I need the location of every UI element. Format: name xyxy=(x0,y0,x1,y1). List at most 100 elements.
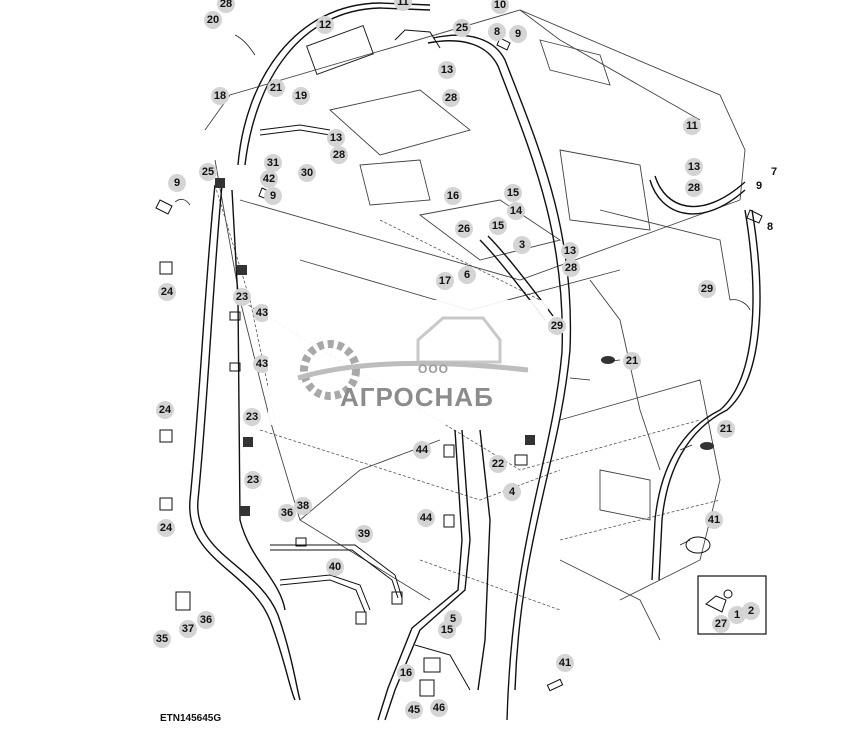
callout-number: 9 xyxy=(270,190,276,202)
callout-9: 9 xyxy=(264,187,282,205)
callout-number: 40 xyxy=(329,561,341,573)
callout-29: 29 xyxy=(698,280,716,298)
callout-bubble xyxy=(168,174,186,192)
callout-13: 13 xyxy=(438,61,456,79)
callout-number: 41 xyxy=(559,657,571,669)
callout-bubble xyxy=(717,420,735,438)
callout-number: 23 xyxy=(247,474,259,486)
callout-13: 13 xyxy=(327,129,345,147)
callout-number: 43 xyxy=(256,307,268,319)
callout-bubble xyxy=(253,304,271,322)
callout-bubble xyxy=(179,620,197,638)
callout-43: 43 xyxy=(253,304,271,322)
callout-bubble xyxy=(509,25,527,43)
callout-15: 15 xyxy=(438,621,456,639)
callout-bubble xyxy=(430,699,448,717)
callout-2: 2 xyxy=(742,602,760,620)
callout-number: 13 xyxy=(688,161,700,173)
callout-11: 11 xyxy=(394,0,412,11)
callout-9: 9 xyxy=(509,25,527,43)
callout-3: 3 xyxy=(513,236,531,254)
callout-28: 28 xyxy=(217,0,235,13)
callout-36: 36 xyxy=(197,611,215,629)
callout-bubble xyxy=(458,266,476,284)
label-number: 7 xyxy=(771,166,777,178)
callout-40: 40 xyxy=(326,558,344,576)
callout-bubble xyxy=(556,654,574,672)
callout-27: 27 xyxy=(712,615,730,633)
callout-16: 16 xyxy=(397,664,415,682)
callout-38: 38 xyxy=(294,497,312,515)
callout-number: 22 xyxy=(492,458,504,470)
callout-number: 27 xyxy=(715,618,727,630)
callout-bubble xyxy=(623,352,641,370)
callout-number: 41 xyxy=(708,514,720,526)
callout-number: 36 xyxy=(200,614,212,626)
callout-37: 37 xyxy=(179,620,197,638)
callout-bubble xyxy=(153,630,171,648)
callout-number: 4 xyxy=(509,486,516,498)
callout-24: 24 xyxy=(156,401,174,419)
callout-44: 44 xyxy=(413,441,431,459)
watermark-logo xyxy=(297,316,529,400)
callout-20: 20 xyxy=(204,11,222,29)
callout-number: 14 xyxy=(510,205,523,217)
callout-number: 10 xyxy=(494,0,506,11)
callout-number: 44 xyxy=(420,512,433,524)
callout-bubble xyxy=(705,511,723,529)
watermark-backdrop xyxy=(268,300,548,425)
callout-28: 28 xyxy=(562,259,580,277)
callout-21: 21 xyxy=(717,420,735,438)
callout-bubble xyxy=(562,259,580,277)
callout-15: 15 xyxy=(504,184,522,202)
callout-bubble xyxy=(233,288,251,306)
callout-bubble xyxy=(267,79,285,97)
figure-id: ETN145645G xyxy=(160,713,222,724)
callout-number: 28 xyxy=(445,92,457,104)
callout-bubble xyxy=(264,154,282,172)
callout-bubble xyxy=(513,236,531,254)
callout-bubble xyxy=(685,179,703,197)
callout-bubble xyxy=(156,401,174,419)
callout-31: 31 xyxy=(264,154,282,172)
callout-bubble xyxy=(742,602,760,620)
callout-bubble xyxy=(503,483,521,501)
callout-number: 46 xyxy=(433,702,445,714)
callout-28: 28 xyxy=(685,179,703,197)
callout-bubble xyxy=(728,606,746,624)
callout-11: 11 xyxy=(683,117,701,135)
callout-number: 13 xyxy=(330,132,342,144)
callout-number: 5 xyxy=(450,613,456,625)
callout-10: 10 xyxy=(491,0,509,14)
callout-number: 9 xyxy=(515,28,521,40)
callout-bubble xyxy=(264,187,282,205)
callout-bubble xyxy=(444,187,462,205)
callout-23: 23 xyxy=(233,288,251,306)
callout-bubble xyxy=(292,87,310,105)
callout-bubble xyxy=(438,621,456,639)
callout-30: 30 xyxy=(298,164,316,182)
callout-number: 17 xyxy=(439,275,451,287)
callout-bubble xyxy=(698,280,716,298)
callout-number: 29 xyxy=(551,320,563,332)
callout-bubble xyxy=(548,317,566,335)
callout-44: 44 xyxy=(417,509,435,527)
callout-bubble xyxy=(455,220,473,238)
callout-number: 43 xyxy=(256,358,268,370)
callout-bubble xyxy=(442,89,460,107)
callout-bubble xyxy=(438,61,456,79)
callout-number: 45 xyxy=(408,704,420,716)
callout-bubble xyxy=(330,146,348,164)
callout-bubble xyxy=(278,504,296,522)
callout-17: 17 xyxy=(436,272,454,290)
callout-number: 30 xyxy=(301,167,313,179)
callout-number: 21 xyxy=(270,82,282,94)
callout-bubble xyxy=(294,497,312,515)
callout-bubble xyxy=(199,163,217,181)
callout-number: 21 xyxy=(720,423,732,435)
callout-14: 14 xyxy=(507,202,525,220)
callout-bubble xyxy=(157,519,175,537)
callout-24: 24 xyxy=(158,283,176,301)
callout-bubble xyxy=(253,355,271,373)
